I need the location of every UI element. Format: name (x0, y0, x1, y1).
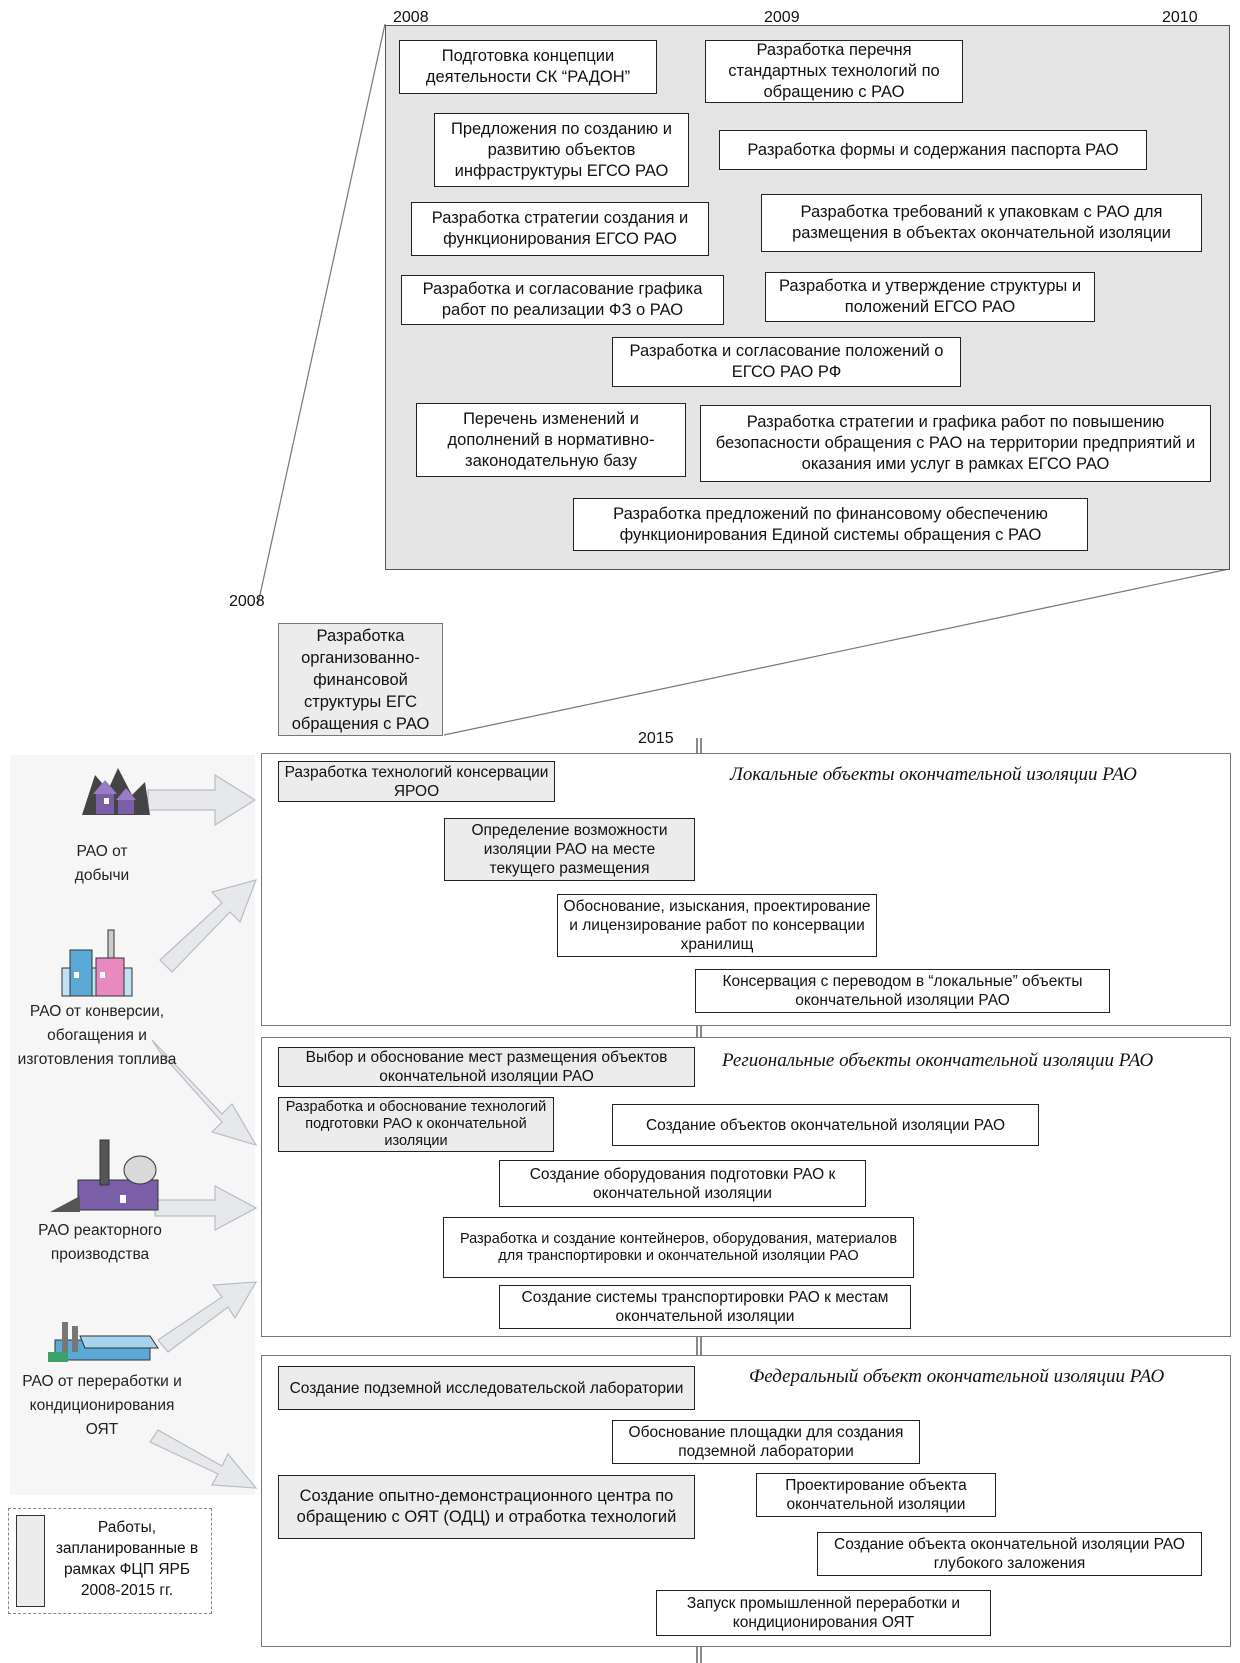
reactor-factory-icon (50, 1139, 159, 1212)
box-odc-center: Создание опытно-демонстрационного центра… (278, 1475, 695, 1539)
box-local-conservation: Консервация с переводом в “локальные” об… (695, 969, 1110, 1013)
legend-swatch (16, 1515, 45, 1607)
box-safety-strategy: Разработка стратегии и графика работ по … (700, 405, 1211, 482)
box-org-financial-structure: Разработка организованно-финансовой стру… (278, 623, 443, 736)
box-storage-conservation-design: Обоснование, изыскания, проектирование и… (557, 894, 877, 957)
legend-text: Работы, запланированные в рамках ФЦП ЯРБ… (55, 1519, 199, 1599)
box-transport-system: Создание системы транспортировки РАО к м… (499, 1285, 911, 1329)
source-label-reactor: РАО реакторного производства (38, 1222, 162, 1263)
year-2008-source: 2008 (229, 593, 265, 610)
arrow-6 (149, 1429, 258, 1489)
box-packaging-requirements: Разработка требований к упаковкам с РАО … (761, 194, 1202, 252)
source-label-reprocessing: РАО от переработки и кондиционирования О… (22, 1373, 182, 1438)
box-egso-regulations: Разработка и согласование положений о ЕГ… (612, 337, 961, 387)
box-isolation-possibility: Определение возможности изоляции РАО на … (444, 818, 695, 881)
flow-arrows (147, 773, 258, 1489)
conversion-factory-icon (61, 929, 133, 997)
arrow-4 (154, 1184, 258, 1232)
box-concept-radon: Подготовка концепции деятельности СК “РА… (399, 40, 657, 94)
box-preparation-technologies: Разработка и обоснование технологий подг… (278, 1097, 554, 1152)
section-federal-title: Федеральный объект окончательной изоляци… (749, 1366, 1165, 1387)
zoom-line-left (257, 23, 386, 605)
source-label-conversion: РАО от конверсии, обогащения и изготовле… (17, 1003, 177, 1068)
box-preparation-equipment: Создание оборудования подготовки РАО к о… (499, 1160, 866, 1207)
arrow-5 (157, 1281, 258, 1353)
box-egso-strategy: Разработка стратегии создания и функцион… (411, 202, 709, 256)
source-background (10, 755, 255, 1495)
box-financial-proposals: Разработка предложений по финансовому об… (573, 498, 1088, 551)
arrow-2 (159, 879, 257, 973)
year-2008-top: 2008 (393, 9, 429, 26)
box-site-selection: Выбор и обоснование мест размещения объе… (278, 1047, 695, 1087)
year-2015-label: 2015 (638, 730, 674, 747)
box-containers-equipment: Разработка и создание контейнеров, обору… (443, 1217, 914, 1278)
mining-factory-icon (82, 768, 150, 815)
reprocessing-factory-icon (48, 1322, 159, 1362)
box-snf-processing-launch: Запуск промышленной переработки и кондиц… (656, 1590, 991, 1636)
year-2010-top: 2010 (1162, 9, 1198, 26)
box-infrastructure-proposals: Предложения по созданию и развитию объек… (434, 113, 689, 187)
year-2009-top: 2009 (764, 9, 800, 26)
box-deep-facility: Создание объекта окончательной изоляции … (817, 1532, 1202, 1576)
box-passport-form: Разработка формы и содержания паспорта Р… (719, 130, 1147, 170)
zoom-line-right (443, 568, 1230, 736)
arrow-3 (151, 1039, 258, 1147)
box-lab-site-justification: Обоснование площадки для создания подзем… (612, 1420, 920, 1464)
section-regional-title: Региональные объекты окончательной изоля… (722, 1050, 1154, 1071)
arrow-1 (147, 773, 257, 827)
box-yaroo-conservation: Разработка технологий консервации ЯРОО (278, 761, 555, 802)
box-facility-design: Проектирование объекта окончательной изо… (756, 1473, 996, 1517)
box-legislative-changes: Перечень изменений и дополнений в нормат… (416, 403, 686, 477)
source-label-mining: РАО от добычи (74, 843, 130, 884)
box-create-regional-facilities: Создание объектов окончательной изоляции… (612, 1104, 1039, 1146)
box-fz-schedule: Разработка и согласование графика работ … (401, 275, 724, 325)
box-egso-structure: Разработка и утверждение структуры и пол… (765, 272, 1095, 322)
box-standard-technologies: Разработка перечня стандартных технологи… (705, 40, 963, 103)
box-underground-lab: Создание подземной исследовательской лаб… (278, 1366, 695, 1410)
section-local-title: Локальные объекты окончательной изоляции… (730, 764, 1137, 785)
